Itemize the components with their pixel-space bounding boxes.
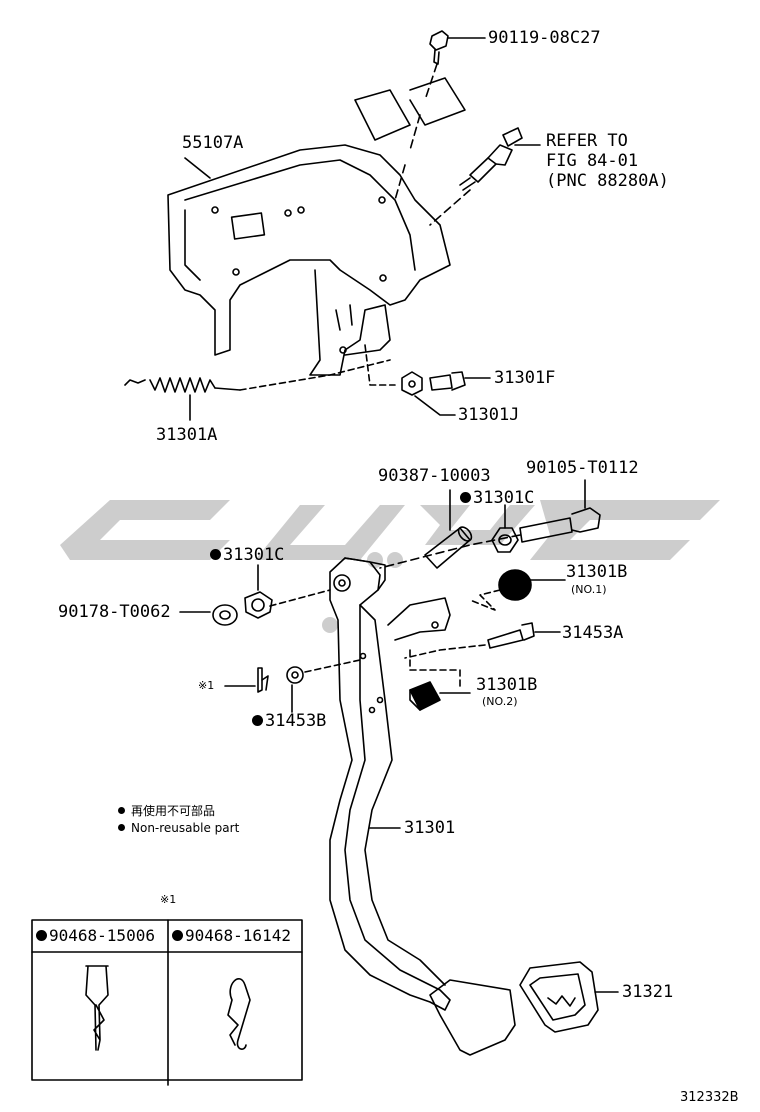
collar-icon [424, 526, 473, 569]
label-bushing-c-left: 31301C [210, 545, 284, 565]
label-clip-ref: ※1 [198, 679, 215, 692]
bolt-top-icon [429, 30, 449, 65]
label-refer-2: FIG 84-01 [546, 151, 639, 171]
label-nut-j: 31301J [458, 405, 520, 425]
clip-type-2-icon [227, 978, 251, 1050]
watermark-logo [60, 500, 720, 633]
return-spring-icon [124, 377, 241, 393]
brake-pedal-arm-icon [329, 557, 516, 1056]
label-pin-b: 31453B [252, 711, 326, 731]
label-bolt-f: 31301F [494, 368, 556, 388]
inset-ref: ※1 [160, 893, 177, 906]
label-bracket: 55107A [182, 133, 244, 153]
inset-header-1: 90468-15006 [36, 920, 155, 952]
label-bushing-c-right: 31301C [460, 488, 534, 508]
legend-en: Non-reusable part [118, 820, 239, 836]
label-pedal: 31301 [404, 818, 456, 838]
bolt-f-icon [429, 371, 466, 391]
inset-header-2: 90468-16142 [172, 920, 291, 952]
clip-type-1-icon [85, 965, 109, 1051]
inset-table [31, 919, 303, 1086]
pin-b-icon [286, 666, 304, 684]
bushing-c-right-icon [491, 527, 519, 553]
stop-lamp-switch-icon [459, 127, 523, 191]
stopper-b2-icon [409, 681, 441, 711]
label-spring: 31301A [156, 425, 218, 445]
label-bolt-top: 90119-08C27 [488, 28, 601, 48]
washer-icon [212, 604, 238, 626]
label-stopper-b1: 31301B [566, 562, 628, 582]
label-stopper-b2: 31301B [476, 675, 538, 695]
label-refer-1: REFER TO [546, 131, 628, 151]
label-bolt-b: 90105-T0112 [526, 458, 639, 478]
clip-icon [257, 667, 269, 693]
bolt-b-icon [519, 507, 601, 543]
stopper-b1-icon [498, 569, 532, 601]
figure-number: 312332B [680, 1090, 739, 1105]
pin-a-icon [487, 622, 535, 649]
label-collar: 90387-10003 [378, 466, 491, 486]
label-refer-3: (PNC 88280A) [546, 171, 669, 191]
label-pin-a: 31453A [562, 623, 624, 643]
bushing-c-left-icon [244, 591, 273, 619]
pedal-bracket-icon [167, 77, 466, 376]
pedal-pad-icon [519, 961, 599, 1033]
label-stopper-b1-sub: (NO.1) [571, 583, 607, 596]
label-washer: 90178-T0062 [58, 602, 171, 622]
label-stopper-b2-sub: (NO.2) [482, 695, 518, 708]
label-pad: 31321 [622, 982, 674, 1002]
legend-jp: 再使用不可部品 [118, 803, 215, 819]
nut-j-icon [401, 371, 423, 396]
